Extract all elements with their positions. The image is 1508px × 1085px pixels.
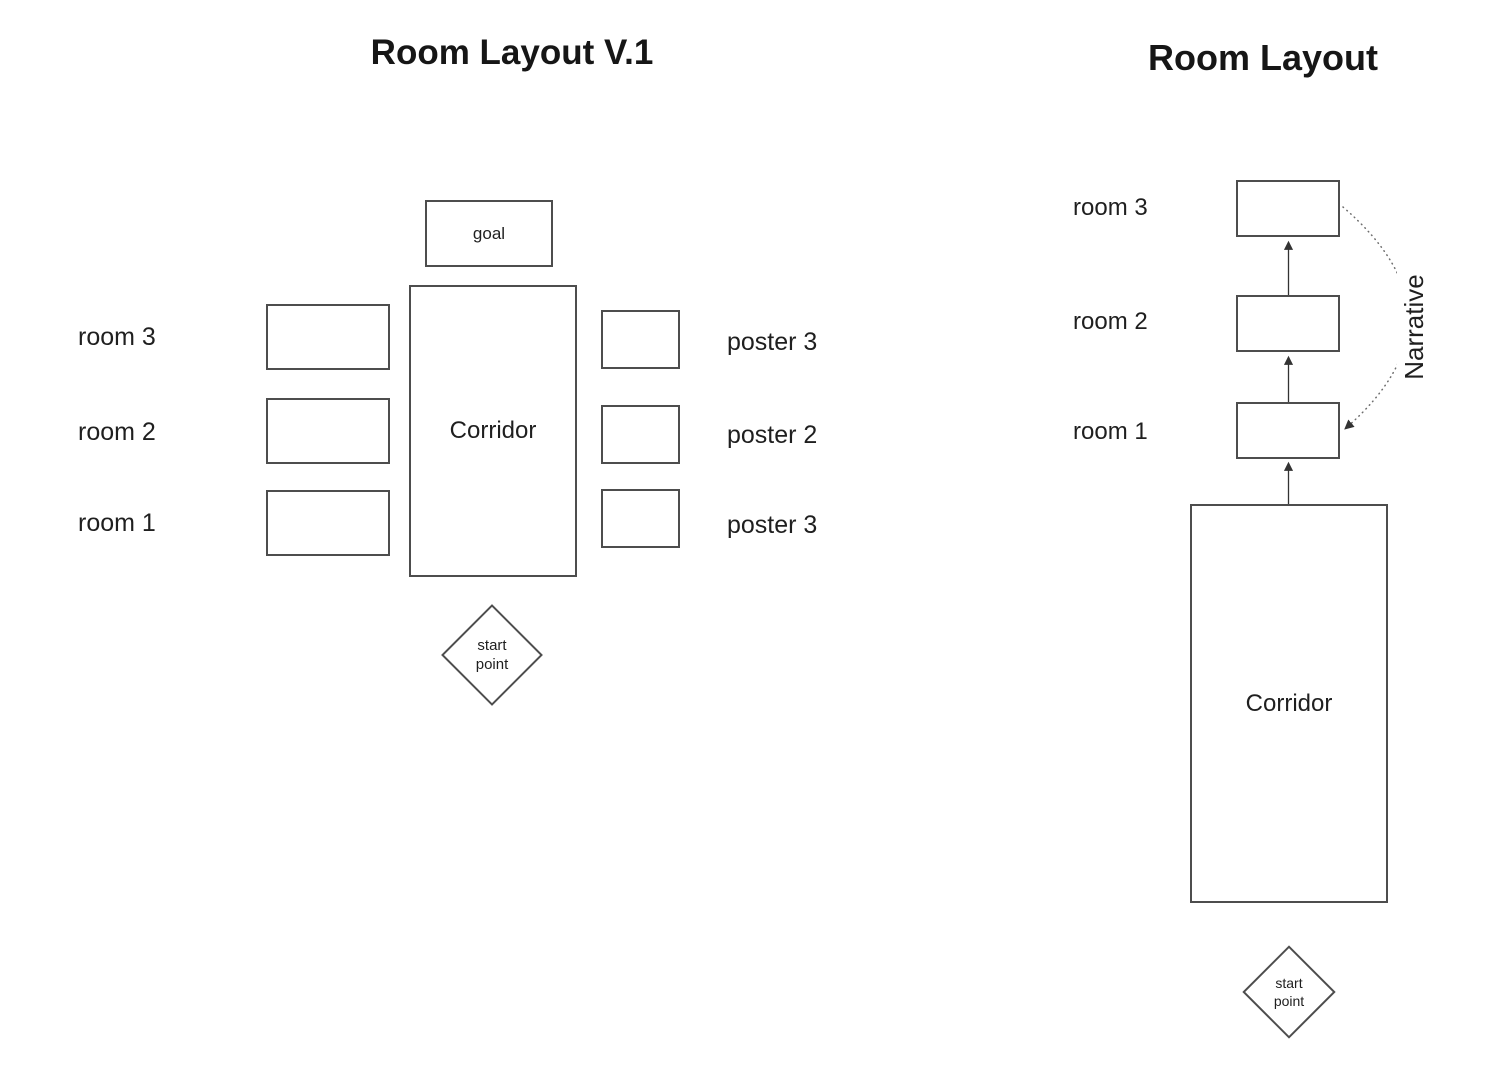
right-room-2-box bbox=[1236, 295, 1340, 352]
left-diagram-title: Room Layout V.1 bbox=[370, 33, 654, 72]
left-room-2-box bbox=[266, 398, 390, 464]
right-room-3-box bbox=[1236, 180, 1340, 237]
left-room-3-box bbox=[266, 304, 390, 370]
right-room-1-box bbox=[1236, 402, 1340, 459]
left-room-3-label: room 3 bbox=[78, 323, 156, 351]
left-room-2-label: room 2 bbox=[78, 418, 156, 446]
poster-2-label: poster 2 bbox=[727, 421, 818, 449]
right-corridor-box: Corridor bbox=[1190, 504, 1388, 903]
left-room-1-box bbox=[266, 490, 390, 556]
right-room-2-label: room 2 bbox=[1073, 308, 1148, 335]
poster-3-top-label: poster 3 bbox=[727, 328, 818, 356]
right-room-1-label: room 1 bbox=[1073, 418, 1148, 445]
goal-box: goal bbox=[425, 200, 553, 267]
poster-3-bottom-label: poster 3 bbox=[727, 511, 818, 539]
narrative-label: Narrative bbox=[1397, 253, 1433, 401]
poster-3-bottom-box bbox=[601, 489, 680, 548]
left-corridor-box: Corridor bbox=[409, 285, 577, 577]
goal-label: goal bbox=[472, 223, 506, 243]
right-room-3-label: room 3 bbox=[1073, 194, 1148, 221]
poster-3-top-box bbox=[601, 310, 680, 369]
right-diagram-title: Room Layout bbox=[1148, 37, 1378, 78]
right-corridor-label: Corridor bbox=[1245, 689, 1333, 717]
left-corridor-label: Corridor bbox=[449, 417, 537, 444]
left-start-point-label: start point bbox=[475, 637, 509, 673]
right-start-point-label: start point bbox=[1273, 975, 1305, 1009]
poster-2-box bbox=[601, 405, 680, 464]
left-room-1-label: room 1 bbox=[78, 509, 156, 537]
